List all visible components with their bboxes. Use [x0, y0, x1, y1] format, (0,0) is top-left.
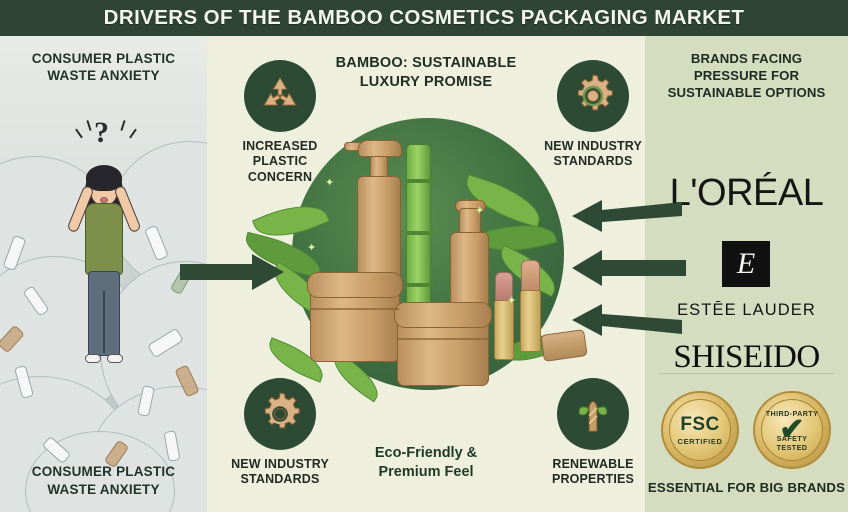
title-bar: DRIVERS OF THE BAMBOO COSMETICS PACKAGIN…	[0, 0, 848, 36]
badge-label-line-3: CONCERN	[247, 169, 313, 184]
jar-band	[398, 338, 488, 340]
third-party-seal-bottom-text: SAFETY TESTED	[776, 434, 808, 452]
sparkle-icon: ✦	[307, 242, 317, 254]
third-party-safety-tested-seal: THIRD-PARTY ✔ SAFETY TESTED	[753, 391, 831, 469]
right-heading-line-1: BRANDS FACING	[690, 51, 803, 66]
badge-label-line-1: RENEWABLE	[552, 457, 634, 471]
brand-logo-estee-lauder: ESTĒE LAUDER	[677, 301, 816, 319]
left-footer-line-1: CONSUMER PLASTIC	[31, 464, 176, 480]
gear-icon	[557, 60, 629, 132]
badge-label-line-1: NEW INDUSTRY	[231, 457, 329, 471]
question-mark: ?	[94, 116, 109, 149]
sparkle-icon: ✦	[475, 205, 485, 217]
badge-label: RENEWABLE PROPERTIES	[538, 457, 648, 488]
center-panel-heading: BAMBOO: SUSTAINABLE LUXURY PROMISE	[207, 54, 645, 92]
badge-label: INCREASED PLASTIC CONCERN	[225, 139, 335, 185]
arrow-right-to-center-3	[572, 304, 682, 336]
lipstick-tube	[494, 300, 514, 360]
torso-shirt	[85, 203, 123, 275]
plastic-waste-illustration: ?	[0, 36, 207, 512]
worried-person	[66, 151, 142, 376]
center-footer-line-2: Premium Feel	[378, 464, 474, 481]
shoe-left	[85, 354, 101, 363]
badge-new-industry-standards-top[interactable]: NEW INDUSTRY STANDARDS	[538, 60, 648, 170]
fsc-seal-main-text: FSC	[680, 413, 720, 435]
sparkle-icon: ✦	[507, 295, 517, 307]
seal-inner: FSC CERTIFIED	[669, 399, 731, 461]
left-heading-line-1: CONSUMER PLASTIC	[31, 51, 176, 66]
section-divider	[659, 373, 834, 374]
gear-icon	[244, 378, 316, 450]
arrow-left-to-center	[180, 254, 284, 290]
center-heading-line-1: BAMBOO: SUSTAINABLE	[335, 55, 517, 71]
badge-label-line-2: STANDARDS	[240, 472, 320, 487]
left-footer-line-2: WASTE ANXIETY	[47, 481, 160, 497]
bamboo-jar-small-lid	[394, 302, 492, 328]
pump-top	[358, 140, 402, 157]
third-party-seal-top-text: THIRD-PARTY	[765, 409, 819, 418]
center-footer-line-1: Eco-Friendly &	[374, 445, 478, 462]
brand-logo-shiseido: SHISEIDO	[673, 339, 820, 375]
lipstick-bullet	[521, 260, 540, 292]
badge-label-line-2: PLASTIC	[252, 154, 308, 169]
badge-increased-plastic-concern[interactable]: INCREASED PLASTIC CONCERN	[225, 60, 335, 185]
fsc-seal-sub-text: CERTIFIED	[677, 436, 723, 446]
left-panel-consumer-anxiety: ? CONSUMER PLASTIC WASTE ANXIETY CONSUME…	[0, 36, 207, 512]
bamboo-stalk	[405, 144, 434, 320]
shoe-right	[107, 354, 123, 363]
bamboo-sprout-icon	[557, 378, 629, 450]
checkmark-icon: ✔	[779, 413, 805, 446]
left-heading-line-2: WASTE ANXIETY	[47, 68, 160, 84]
badge-renewable-properties[interactable]: RENEWABLE PROPERTIES	[538, 378, 648, 488]
left-panel-footer: CONSUMER PLASTIC WASTE ANXIETY	[0, 463, 207, 498]
estee-lauder-monogram-letter: E	[736, 247, 756, 280]
badge-new-industry-standards-bottom[interactable]: NEW INDUSTRY STANDARDS	[225, 378, 335, 488]
eye-left	[97, 187, 101, 191]
brand-logo-loreal: L'ORÉAL	[669, 172, 824, 214]
badge-label-line-2: STANDARDS	[553, 154, 633, 169]
mouth	[100, 197, 108, 203]
lipstick-tube	[520, 290, 541, 352]
recycle-icon	[244, 60, 316, 132]
eye-right	[107, 187, 111, 191]
badge-label: NEW INDUSTRY STANDARDS	[538, 139, 648, 170]
badge-label-line-2: PROPERTIES	[551, 472, 635, 487]
arrow-right-to-center-1	[572, 200, 682, 232]
brand-logo-estee-lauder-monogram: E	[722, 241, 770, 287]
seal-caption: ESSENTIAL FOR BIG BRANDS	[647, 480, 846, 495]
right-panel-heading: BRANDS FACING PRESSURE FOR SUSTAINABLE O…	[645, 50, 848, 101]
bamboo-jar-large-lid	[307, 272, 403, 298]
badge-label: NEW INDUSTRY STANDARDS	[225, 457, 335, 488]
badge-label-line-1: INCREASED	[242, 139, 318, 153]
fsc-certified-seal: FSC CERTIFIED	[661, 391, 739, 469]
left-panel-heading: CONSUMER PLASTIC WASTE ANXIETY	[0, 50, 207, 85]
leg-split	[103, 291, 105, 353]
sparkle-icon: ✦	[325, 177, 335, 189]
right-heading-line-3: SUSTAINABLE OPTIONS	[667, 85, 826, 101]
jar-band	[311, 308, 399, 310]
badge-label-line-1: NEW INDUSTRY	[544, 139, 642, 153]
right-heading-line-2: PRESSURE FOR	[693, 68, 800, 84]
center-heading-line-2: LUXURY PROMISE	[359, 74, 493, 91]
arrow-right-to-center-2	[572, 250, 686, 286]
page-title: DRIVERS OF THE BAMBOO COSMETICS PACKAGIN…	[103, 6, 745, 29]
seal-inner: THIRD-PARTY ✔ SAFETY TESTED	[761, 399, 823, 461]
center-panel-footer: Eco-Friendly & Premium Feel	[207, 444, 645, 482]
